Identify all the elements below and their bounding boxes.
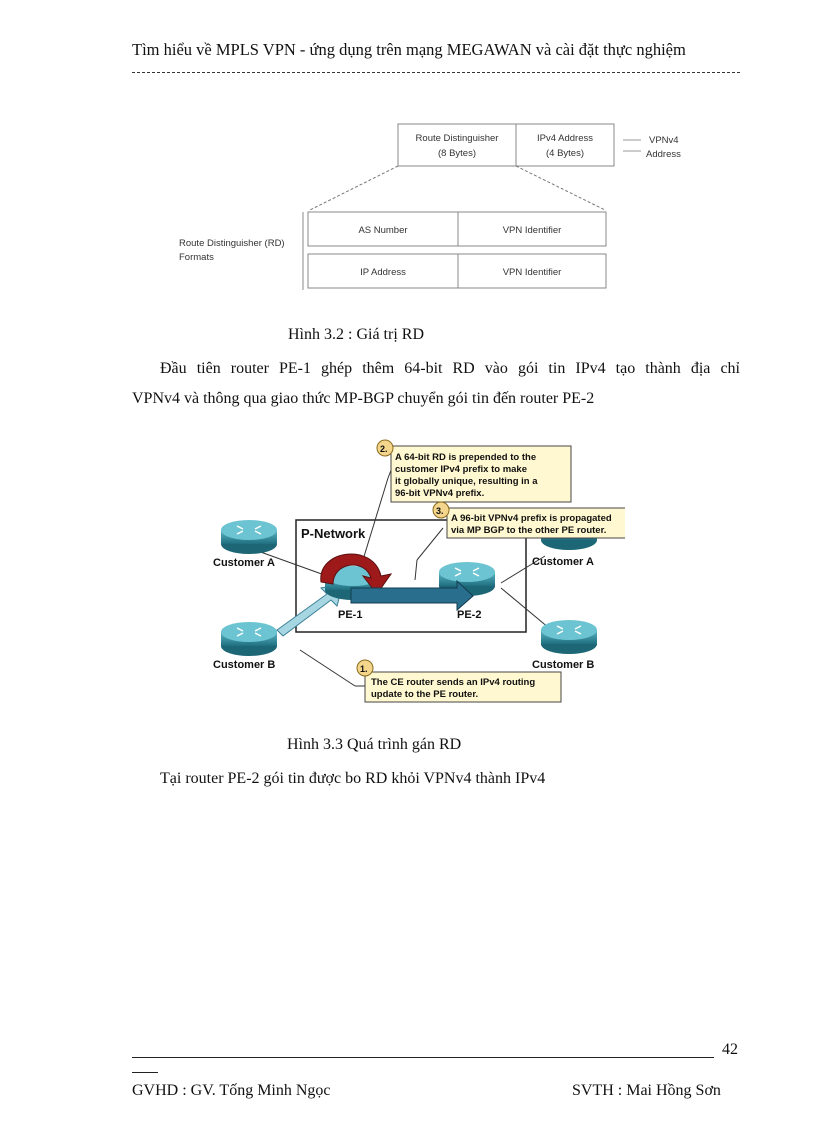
vpnv4-label-2: Address — [646, 149, 681, 160]
callout-3-badge — [432, 501, 450, 519]
rd-formats-label-2: Formats — [179, 252, 214, 263]
callout-2-line-4: 96-bit VPNv4 prefix. — [395, 488, 484, 499]
callout-1-number: 1. — [360, 664, 368, 674]
callout-1-line-2: update to the PE router. — [371, 689, 478, 700]
paragraph-2: Tại router PE-2 gói tin được bo RD khỏi … — [132, 764, 740, 794]
p-network-label: P-Network — [301, 526, 366, 541]
as-number-cell: AS Number — [358, 225, 407, 236]
footer-supervisor: GVHD : GV. Tống Minh Ngọc — [132, 1082, 331, 1099]
vpnv4-label: VPNv4 — [649, 135, 679, 146]
callout-1-box — [364, 671, 562, 703]
red-curved-arrow — [320, 553, 393, 595]
customer-a-right-label: Customer A — [532, 556, 594, 568]
callout-2-box — [390, 445, 572, 503]
customer-b-right-label: Customer B — [532, 659, 594, 671]
pe2-label: PE-2 — [457, 609, 481, 621]
callout-3-line-1: A 96-bit VPNv4 prefix is propagated — [451, 513, 612, 524]
customer-b-left-label: Customer B — [213, 659, 275, 671]
callout-1-badge — [356, 659, 374, 677]
ipv4-cell — [515, 123, 615, 167]
rd-process-figure: P-Network Customer A Customer B PE-1 — [213, 439, 625, 703]
rd-cell-label: Route Distinguisher — [416, 133, 499, 144]
callout-2-badge — [376, 439, 394, 457]
pe1-label: PE-1 — [338, 609, 362, 621]
rd-cell-size: (8 Bytes) — [438, 148, 476, 159]
rd-formats-label: Route Distinguisher (RD) — [179, 238, 285, 249]
footer-student: SVTH : Mai Hồng Sơn — [572, 1082, 721, 1099]
router-icon — [541, 620, 597, 654]
router-icon — [221, 622, 277, 656]
callout-3-line-2: via MP BGP to the other PE router. — [451, 525, 606, 536]
figure-3-3-caption: Hình 3.3 Quá trình gán RD — [287, 736, 462, 753]
rd-format-figure: Route Distinguisher (8 Bytes) IPv4 Addre… — [179, 123, 681, 290]
ip-address-cell: IP Address — [360, 267, 406, 278]
callout-2-line-3: it globally unique, resulting in a — [395, 476, 538, 487]
paragraph-1: Đầu tiên router PE-1 ghép thêm 64-bit RD… — [132, 354, 740, 414]
ipv4-cell-size: (4 Bytes) — [546, 148, 584, 159]
customer-a-left-label: Customer A — [213, 557, 275, 569]
callout-1-line-1: The CE router sends an IPv4 routing — [371, 677, 535, 688]
callout-2-line-2: customer IPv4 prefix to make — [395, 464, 527, 475]
callout-3-number: 3. — [436, 506, 444, 516]
paragraph-1-line-1: Đầu tiên router PE-1 ghép thêm 64-bit RD… — [160, 360, 740, 377]
router-icon — [221, 520, 277, 554]
vpn-identifier-cell-2: VPN Identifier — [503, 267, 562, 278]
pe1-to-pe2-arrow — [350, 579, 474, 612]
callout-2-number: 2. — [380, 444, 388, 454]
page-number: 42 — [722, 1041, 738, 1058]
vpn-identifier-cell: VPN Identifier — [503, 225, 562, 236]
figure-3-2-caption: Hình 3.2 : Giá trị RD — [288, 326, 424, 343]
footer-divider-tail — [132, 1072, 158, 1073]
paragraph-2-text: Tại router PE-2 gói tin được bo RD khỏi … — [160, 770, 546, 787]
rd-cell — [397, 123, 517, 167]
callout-2-line-1: A 64-bit RD is prepended to the — [395, 452, 536, 463]
page-header-title: Tìm hiểu về MPLS VPN - ứng dụng trên mạn… — [132, 40, 686, 59]
header-divider — [132, 72, 740, 73]
footer-divider — [132, 1057, 714, 1058]
ipv4-cell-label: IPv4 Address — [537, 133, 593, 144]
paragraph-1-line-2: VPNv4 và thông qua giao thức MP-BGP chuy… — [132, 390, 595, 407]
callout-3-box — [446, 507, 625, 539]
